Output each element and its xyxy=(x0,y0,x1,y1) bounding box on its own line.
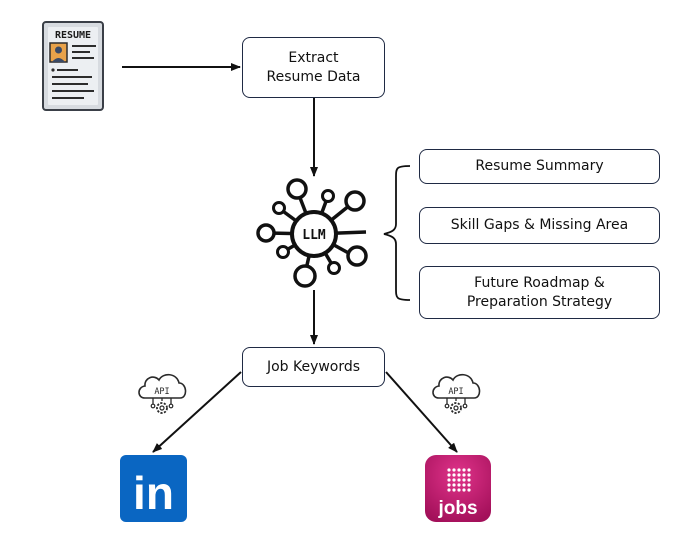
resume-summary-node: Resume Summary xyxy=(419,149,660,184)
arrow-keywords-to-linkedin xyxy=(152,371,242,453)
extract-line2: Resume Data xyxy=(266,68,361,85)
future-roadmap-node: Future Roadmap & Preparation Strategy xyxy=(419,266,660,319)
job-keywords-node: Job Keywords xyxy=(242,347,385,387)
naukri-jobs-logo-icon[interactable]: jobs xyxy=(425,455,491,522)
job-keywords-label: Job Keywords xyxy=(266,358,361,375)
resume-icon-label: RESUME xyxy=(55,30,91,41)
extract-line1: Extract xyxy=(288,49,339,66)
api-cloud-icon: API xyxy=(432,373,481,414)
naukri-logo-label: jobs xyxy=(437,498,477,519)
resume-summary-label: Resume Summary xyxy=(475,158,604,174)
llm-network-icon: LLM xyxy=(256,178,368,288)
naukri-dot-grid xyxy=(447,468,471,492)
linkedin-logo-icon[interactable]: in xyxy=(120,455,187,522)
api-cloud-icon: API xyxy=(138,373,187,414)
extract-resume-data-node: Extract Resume Data xyxy=(242,37,385,98)
resume-document-icon: RESUME xyxy=(42,21,104,111)
skill-gaps-node: Skill Gaps & Missing Area xyxy=(419,207,660,244)
skill-gaps-label: Skill Gaps & Missing Area xyxy=(450,217,629,233)
llm-label: LLM xyxy=(302,228,326,243)
api-right-label: API xyxy=(448,387,463,397)
arrow-keywords-to-naukri xyxy=(385,371,458,453)
roadmap-line1: Future Roadmap & xyxy=(474,274,605,291)
linkedin-logo-label: in xyxy=(133,467,174,519)
api-left-label: API xyxy=(154,387,169,397)
roadmap-line2: Preparation Strategy xyxy=(466,293,613,310)
output-brace xyxy=(383,165,411,301)
